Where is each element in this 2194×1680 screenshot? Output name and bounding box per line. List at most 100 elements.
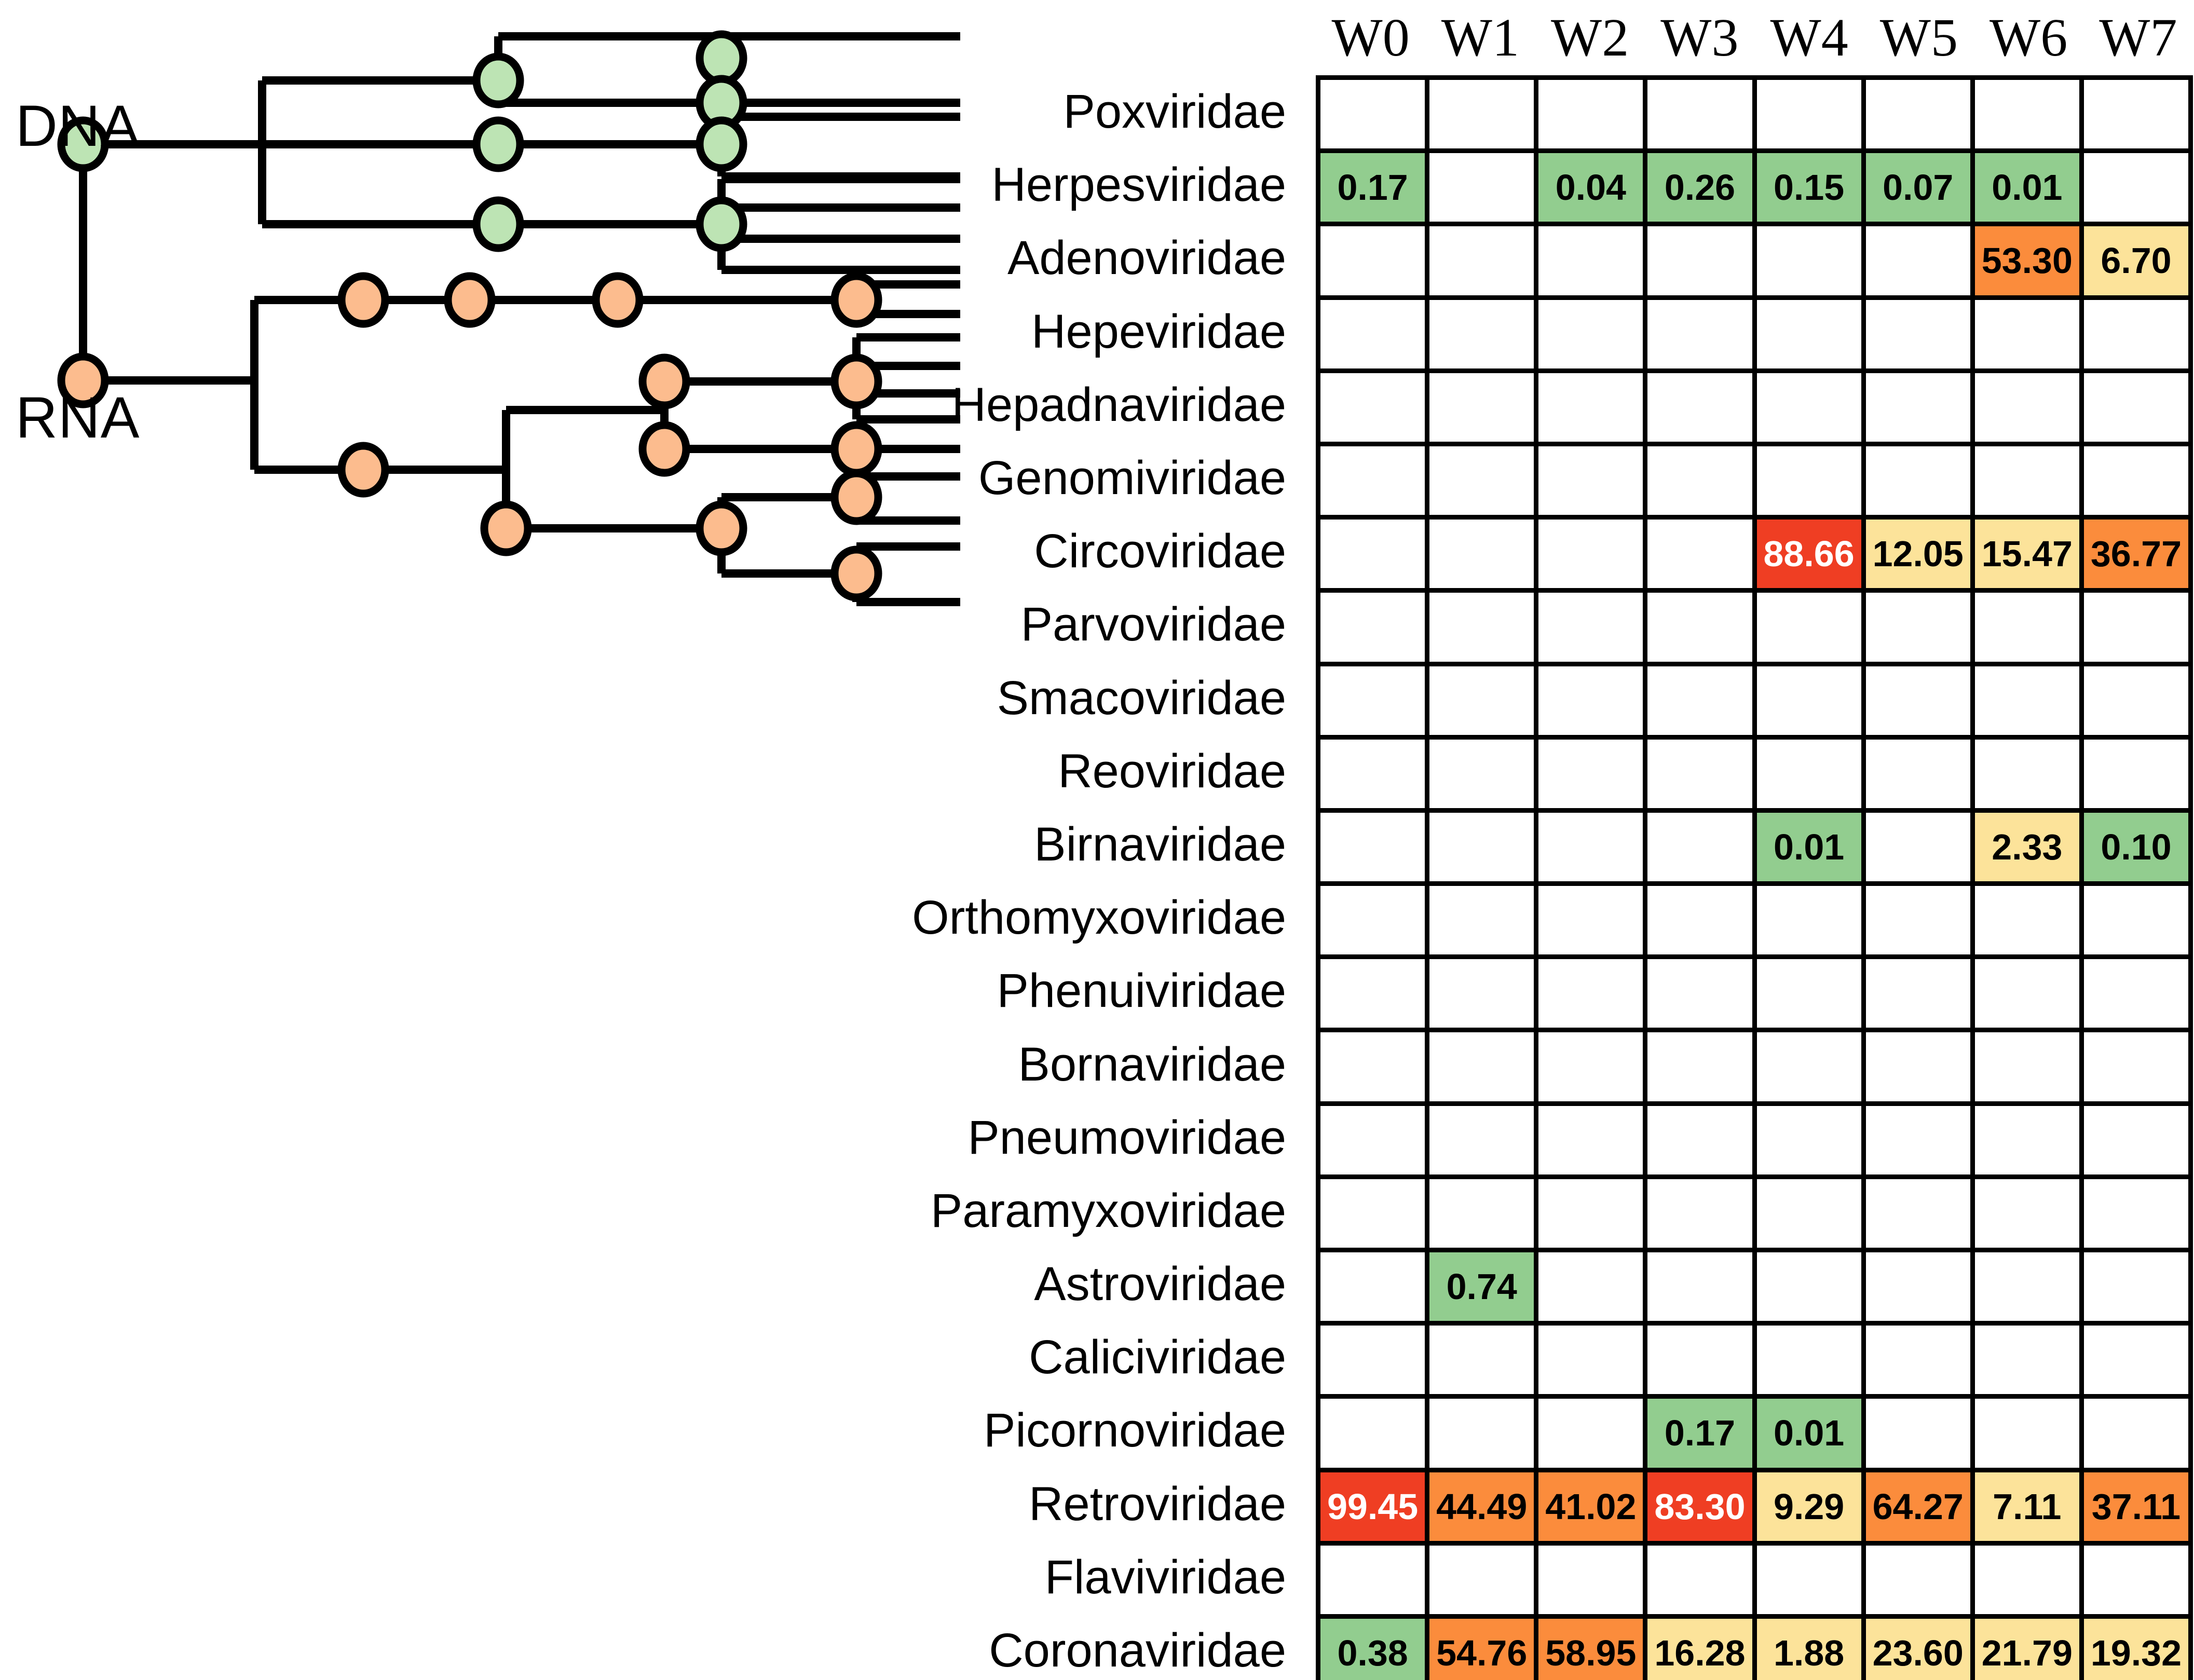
heatmap-cell[interactable] <box>1756 226 1866 300</box>
heatmap-cell[interactable] <box>1429 812 1539 886</box>
heatmap-cell[interactable]: 0.15 <box>1756 153 1866 227</box>
heatmap-cell[interactable] <box>2083 153 2193 227</box>
heatmap-cell[interactable] <box>1974 1545 2084 1619</box>
heatmap-cell[interactable] <box>1647 1326 1757 1399</box>
heatmap-cell[interactable]: 0.17 <box>1647 1399 1757 1472</box>
heatmap-cell[interactable]: 1.88 <box>1756 1618 1866 1680</box>
heatmap-cell[interactable] <box>1756 1105 1866 1179</box>
heatmap-cell[interactable] <box>2083 886 2193 960</box>
heatmap-cell[interactable]: 23.60 <box>1865 1618 1975 1680</box>
heatmap-cell[interactable] <box>1320 666 1430 740</box>
heatmap-cell[interactable] <box>1974 299 2084 373</box>
heatmap-cell[interactable] <box>1647 299 1757 373</box>
heatmap-cell[interactable] <box>1974 1326 2084 1399</box>
heatmap-cell[interactable] <box>1756 1032 1866 1106</box>
heatmap-cell[interactable] <box>1320 739 1430 813</box>
heatmap-cell[interactable] <box>2083 1105 2193 1179</box>
heatmap-cell[interactable] <box>1756 446 1866 520</box>
heatmap-cell[interactable] <box>1429 299 1539 373</box>
heatmap-cell[interactable] <box>1865 226 1975 300</box>
heatmap-cell[interactable] <box>1429 1399 1539 1472</box>
heatmap-cell[interactable]: 37.11 <box>2083 1472 2193 1546</box>
heatmap-cell[interactable] <box>1865 959 1975 1033</box>
heatmap-cell[interactable] <box>1429 959 1539 1033</box>
heatmap-cell[interactable] <box>1865 812 1975 886</box>
heatmap-cell[interactable]: 7.11 <box>1974 1472 2084 1546</box>
heatmap-cell[interactable]: 0.01 <box>1974 153 2084 227</box>
heatmap-cell[interactable] <box>1974 666 2084 740</box>
heatmap-cell[interactable] <box>1320 446 1430 520</box>
heatmap-cell[interactable] <box>1647 446 1757 520</box>
heatmap-cell[interactable]: 0.74 <box>1429 1252 1539 1326</box>
heatmap-cell[interactable] <box>1538 959 1648 1033</box>
heatmap-cell[interactable] <box>1320 80 1430 154</box>
heatmap-cell[interactable] <box>1647 1032 1757 1106</box>
heatmap-cell[interactable] <box>1865 1326 1975 1399</box>
heatmap-cell[interactable] <box>2083 373 2193 446</box>
heatmap-cell[interactable] <box>2083 80 2193 154</box>
heatmap-cell[interactable] <box>2083 1545 2193 1619</box>
heatmap-cell[interactable] <box>1320 1032 1430 1106</box>
heatmap-cell[interactable] <box>2083 1399 2193 1472</box>
heatmap-cell[interactable] <box>1756 886 1866 960</box>
heatmap-cell[interactable] <box>2083 1032 2193 1106</box>
heatmap-cell[interactable]: 41.02 <box>1538 1472 1648 1546</box>
heatmap-cell[interactable] <box>1974 1179 2084 1252</box>
heatmap-cell[interactable]: 44.49 <box>1429 1472 1539 1546</box>
heatmap-cell[interactable] <box>2083 666 2193 740</box>
heatmap-cell[interactable] <box>1429 373 1539 446</box>
heatmap-cell[interactable] <box>1865 373 1975 446</box>
heatmap-cell[interactable] <box>1320 299 1430 373</box>
heatmap-cell[interactable] <box>1538 80 1648 154</box>
heatmap-cell[interactable] <box>1756 593 1866 666</box>
heatmap-cell[interactable] <box>1974 446 2084 520</box>
heatmap-cell[interactable]: 9.29 <box>1756 1472 1866 1546</box>
heatmap-cell[interactable] <box>1974 593 2084 666</box>
heatmap-cell[interactable]: 12.05 <box>1865 520 1975 593</box>
heatmap-cell[interactable] <box>1538 373 1648 446</box>
heatmap-cell[interactable] <box>1320 959 1430 1033</box>
heatmap-cell[interactable] <box>1756 1179 1866 1252</box>
heatmap-cell[interactable] <box>2083 299 2193 373</box>
heatmap-cell[interactable] <box>1538 520 1648 593</box>
heatmap-cell[interactable]: 21.79 <box>1974 1618 2084 1680</box>
heatmap-cell[interactable] <box>1647 886 1757 960</box>
heatmap-cell[interactable] <box>1865 593 1975 666</box>
heatmap-cell[interactable] <box>1320 1326 1430 1399</box>
heatmap-cell[interactable]: 0.07 <box>1865 153 1975 227</box>
heatmap-cell[interactable]: 15.47 <box>1974 520 2084 593</box>
heatmap-cell[interactable]: 83.30 <box>1647 1472 1757 1546</box>
heatmap-cell[interactable]: 2.33 <box>1974 812 2084 886</box>
heatmap-cell[interactable] <box>1974 959 2084 1033</box>
heatmap-cell[interactable] <box>1538 1545 1648 1619</box>
heatmap-cell[interactable] <box>1320 520 1430 593</box>
heatmap-cell[interactable] <box>1865 299 1975 373</box>
heatmap-cell[interactable] <box>1429 520 1539 593</box>
heatmap-cell[interactable] <box>1320 226 1430 300</box>
heatmap-cell[interactable] <box>2083 739 2193 813</box>
heatmap-cell[interactable] <box>1647 1105 1757 1179</box>
heatmap-cell[interactable] <box>1865 1399 1975 1472</box>
heatmap-cell[interactable] <box>1538 886 1648 960</box>
heatmap-cell[interactable] <box>1865 666 1975 740</box>
heatmap-cell[interactable] <box>1538 1032 1648 1106</box>
heatmap-cell[interactable] <box>1756 1252 1866 1326</box>
heatmap-cell[interactable] <box>1429 666 1539 740</box>
heatmap-cell[interactable] <box>2083 446 2193 520</box>
heatmap-cell[interactable]: 36.77 <box>2083 520 2193 593</box>
heatmap-cell[interactable]: 16.28 <box>1647 1618 1757 1680</box>
heatmap-cell[interactable] <box>1865 446 1975 520</box>
heatmap-cell[interactable] <box>1538 1399 1648 1472</box>
heatmap-cell[interactable]: 0.17 <box>1320 153 1430 227</box>
heatmap-cell[interactable] <box>2083 1252 2193 1326</box>
heatmap-cell[interactable] <box>1538 446 1648 520</box>
heatmap-cell[interactable] <box>1429 1105 1539 1179</box>
heatmap-cell[interactable] <box>1974 1105 2084 1179</box>
heatmap-cell[interactable] <box>2083 1179 2193 1252</box>
heatmap-cell[interactable] <box>1320 1399 1430 1472</box>
heatmap-cell[interactable] <box>1865 1105 1975 1179</box>
heatmap-cell[interactable]: 0.26 <box>1647 153 1757 227</box>
heatmap-cell[interactable] <box>1647 812 1757 886</box>
heatmap-cell[interactable]: 58.95 <box>1538 1618 1648 1680</box>
heatmap-cell[interactable] <box>1538 299 1648 373</box>
